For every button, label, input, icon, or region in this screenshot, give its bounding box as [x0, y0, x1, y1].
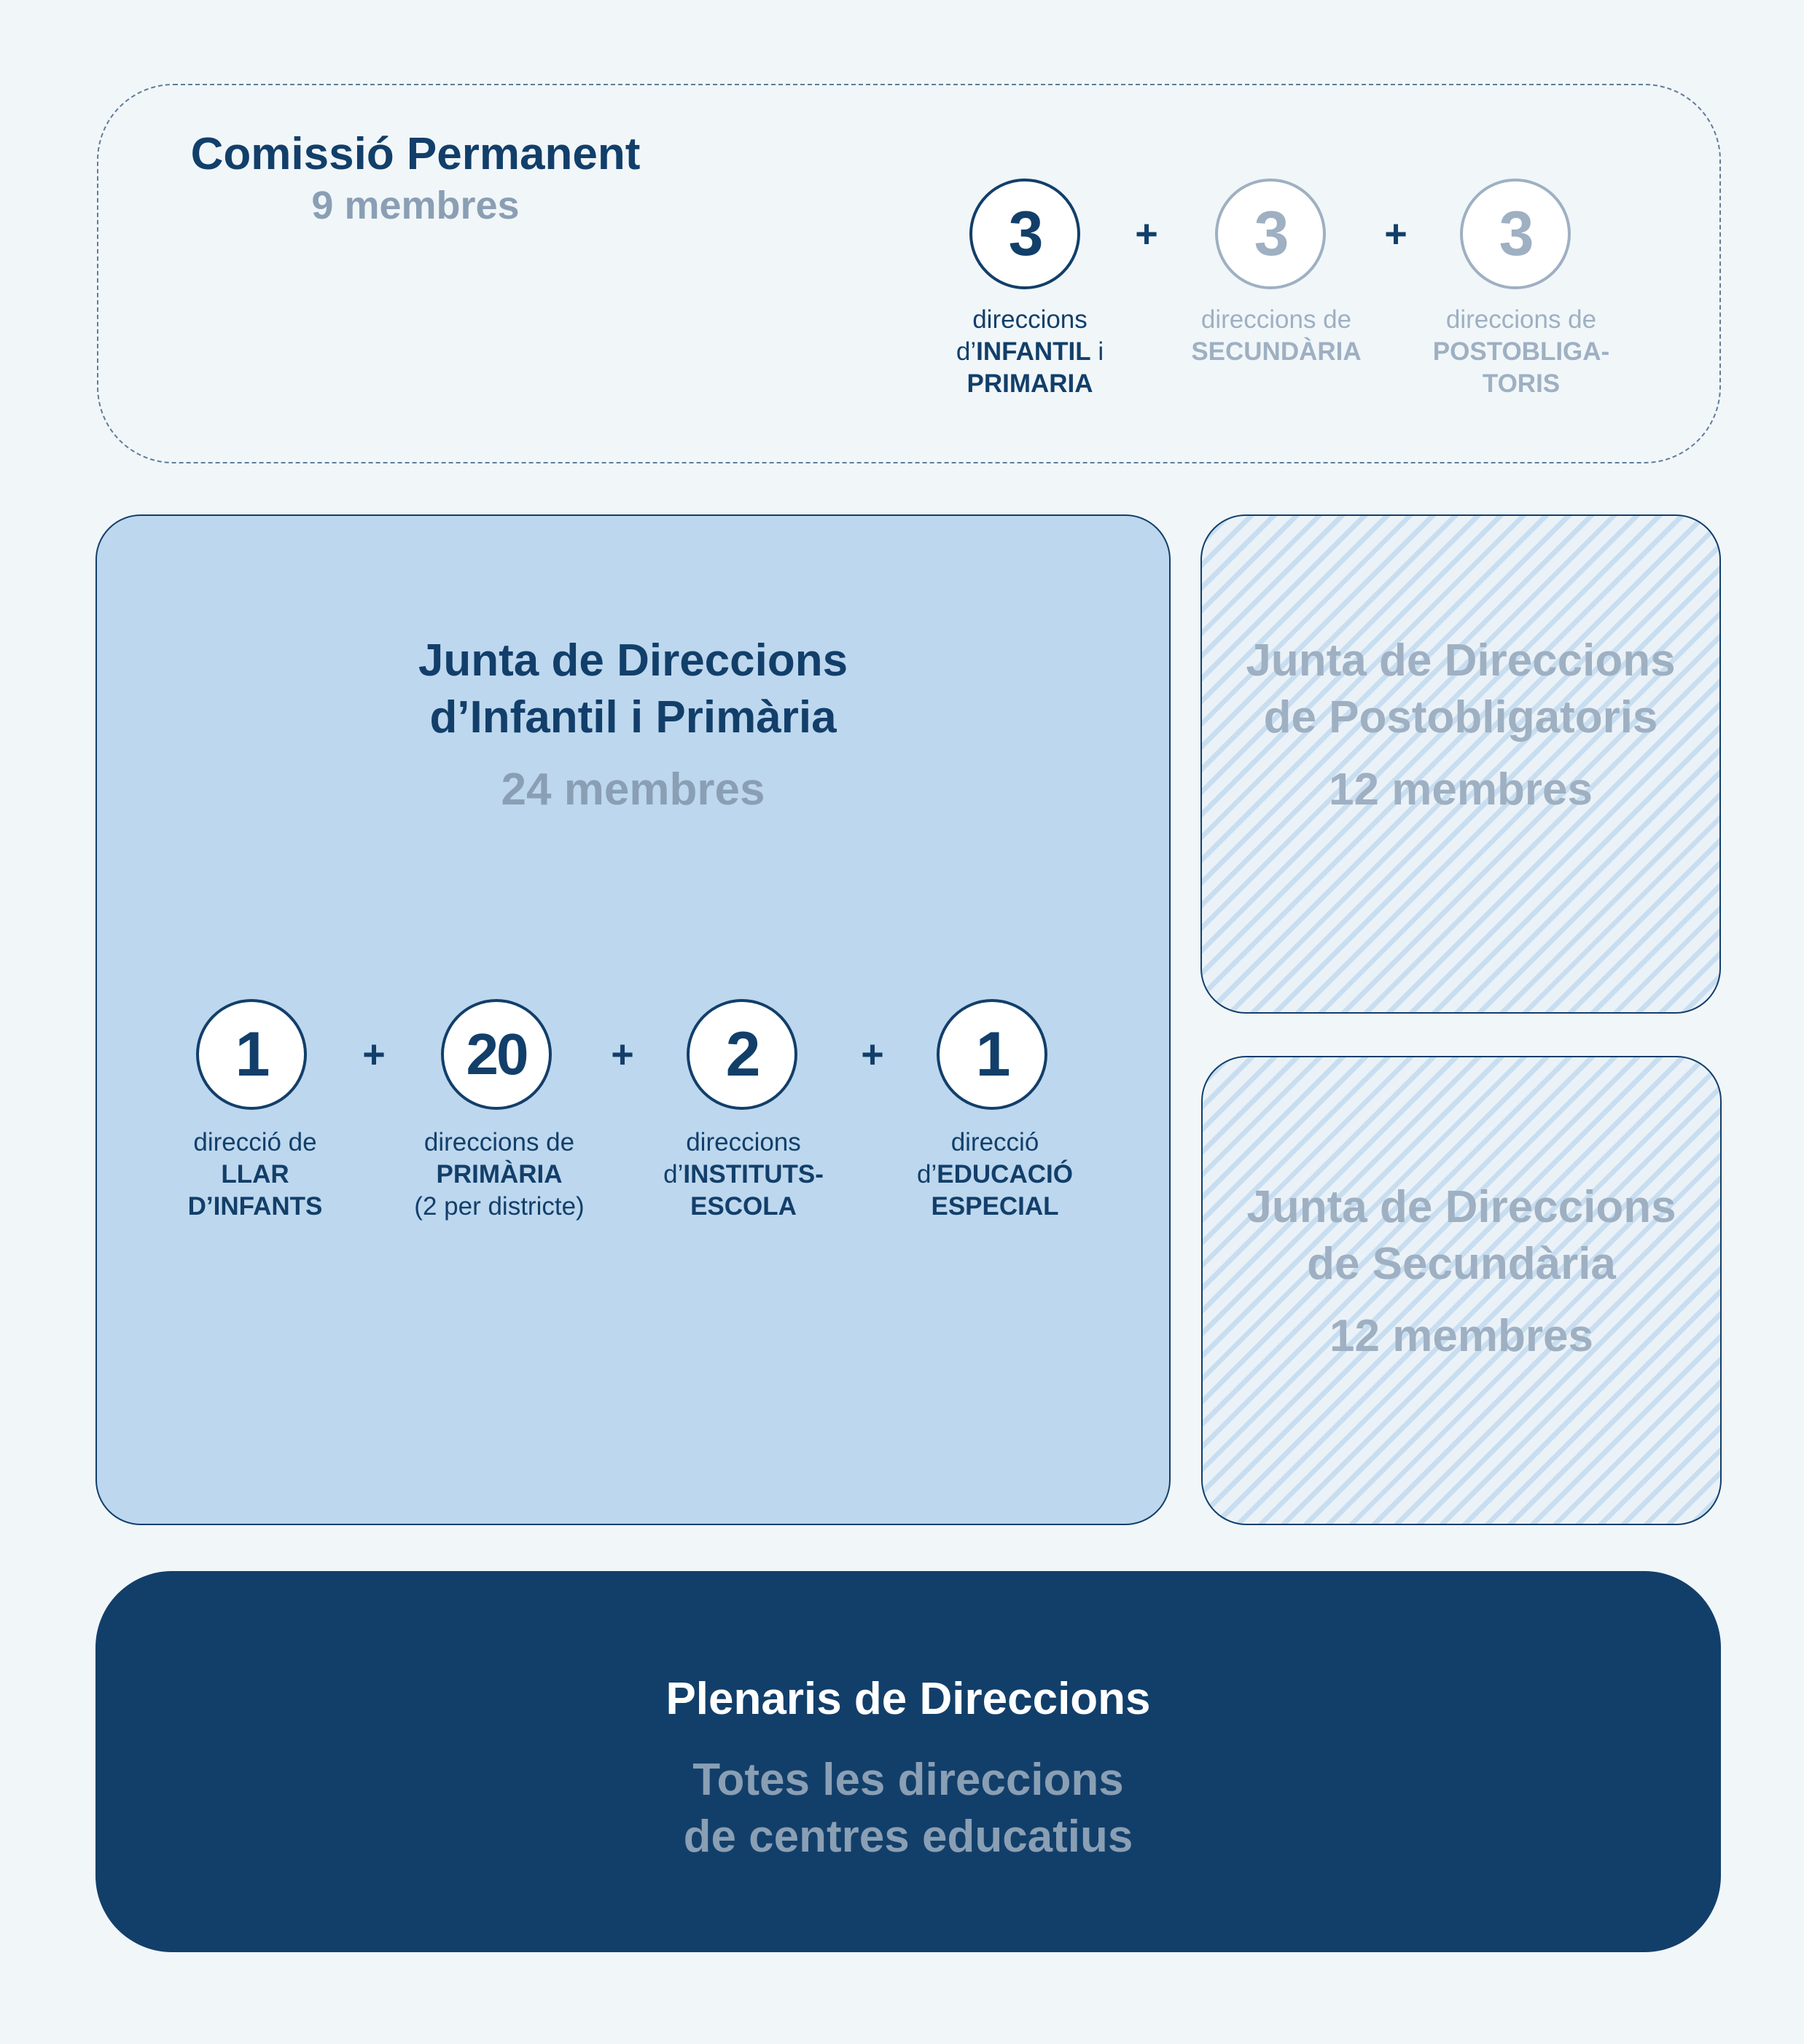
perm-label-postobligatoris: direccions de POSTOBLIGA- TORIS [1432, 305, 1610, 398]
plus-sign: + [362, 1033, 386, 1076]
junta-postobligatoris-title: Junta de Direccions de Postobligatoris [1246, 635, 1676, 743]
ip-label-primaria: direccions de PRIMÀRIA (2 per districte) [414, 1128, 585, 1221]
permanent-commission-header: Comissió Permanent 9 membres [168, 128, 663, 230]
ip-label-instituts-escola: direccions d’INSTITUTS- ESCOLA [663, 1128, 824, 1221]
ip-count-llar-infants: 1 [196, 999, 307, 1110]
ip-label-educacio-especial: direcció d’EDUCACIÓ ESPECIAL [917, 1128, 1073, 1221]
ip-count-instituts-escola: 2 [687, 999, 797, 1110]
plus-sign: + [611, 1033, 634, 1076]
junta-infantil-primaria-title: Junta de Direccions d’Infantil i Primàri… [418, 635, 848, 743]
permanent-commission-title: Comissió Permanent [190, 129, 641, 179]
junta-secundaria-title: Junta de Direccions de Secundària [1246, 1182, 1676, 1289]
perm-label-infantil-primaria: direccions d’INFANTIL i PRIMARIA [956, 305, 1104, 398]
ip-count-primaria: 20 [441, 999, 552, 1110]
ip-label-llar-infants: direcció de LLAR D’INFANTS [187, 1128, 323, 1221]
junta-secundaria-box: Junta de Direccions de Secundària 12 mem… [1201, 1056, 1722, 1525]
perm-count-infantil-primaria: 3 [969, 179, 1080, 289]
plenaris-box: Plenaris de Direccions Totes les direcci… [95, 1571, 1721, 1952]
plenaris-subtitle: Totes les direccions de centres educatiu… [683, 1755, 1133, 1862]
junta-postobligatoris-box: Junta de Direccions de Postobligatoris 1… [1200, 514, 1721, 1014]
plus-sign: + [861, 1033, 884, 1076]
plenaris-title: Plenaris de Direccions [665, 1674, 1151, 1724]
perm-label-secundaria: direccions de SECUNDÀRIA [1191, 305, 1362, 366]
junta-postobligatoris-members: 12 membres [1329, 764, 1593, 815]
ip-count-educacio-especial: 1 [937, 999, 1047, 1110]
junta-infantil-primaria-members: 24 membres [501, 764, 765, 815]
perm-count-secundaria: 3 [1215, 179, 1326, 289]
permanent-commission-box [97, 84, 1721, 463]
plus-sign: + [1384, 212, 1407, 256]
perm-count-postobligatoris: 3 [1460, 179, 1571, 289]
junta-secundaria-members: 12 membres [1329, 1311, 1593, 1361]
permanent-commission-members: 9 membres [311, 184, 520, 227]
plus-sign: + [1135, 212, 1158, 256]
